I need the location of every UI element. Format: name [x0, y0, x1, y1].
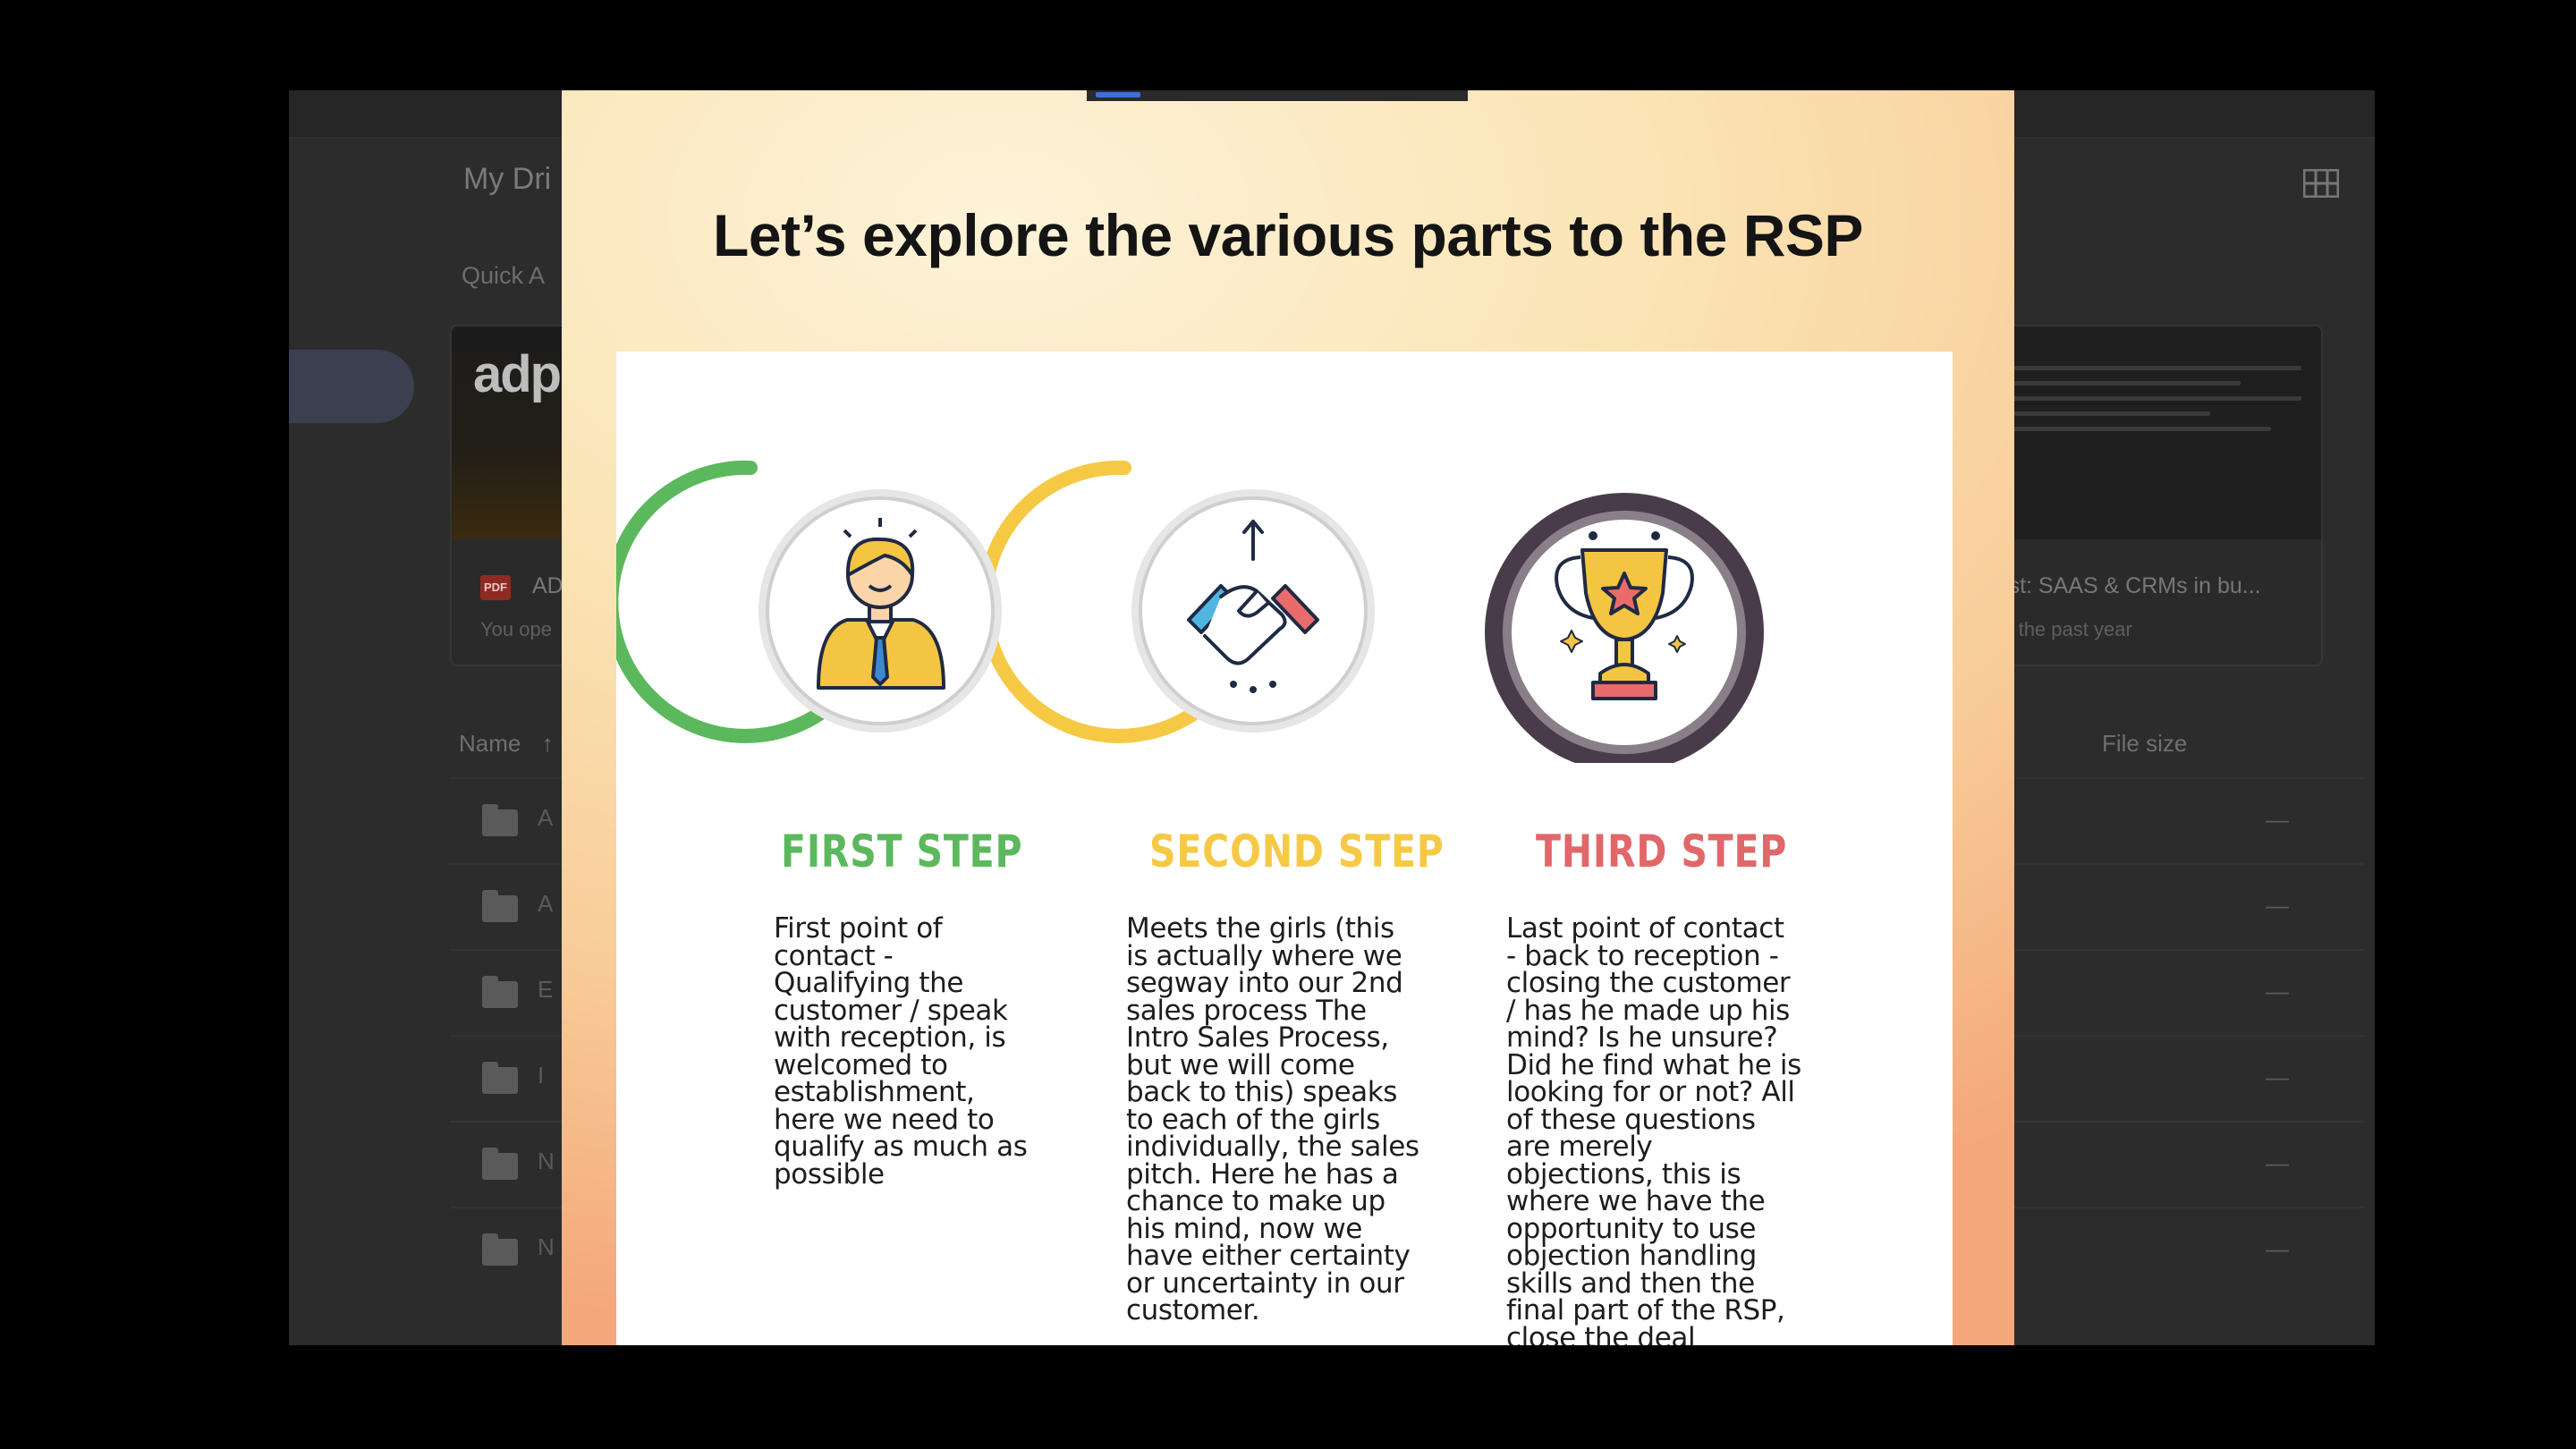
document-preview — [1997, 366, 2301, 473]
file-name: A — [538, 890, 554, 917]
file-name: N — [538, 1233, 555, 1260]
shared-folder-icon — [482, 890, 518, 922]
slide-title: Let’s explore the various parts to the R… — [713, 202, 1863, 268]
slide-tab-indicator — [1087, 90, 1468, 101]
folder-icon — [482, 1062, 518, 1094]
second-step-title: SECOND STEP — [1149, 826, 1445, 877]
receptionist-icon — [817, 518, 945, 690]
quick-access-card[interactable]: Post: SAAS & CRMs in bu... d in the past… — [1979, 325, 2323, 666]
file-name: N — [538, 1148, 555, 1174]
third-step-title: THIRD STEP — [1536, 826, 1788, 877]
file-size: — — [2266, 892, 2289, 919]
column-header-size[interactable]: File size — [2102, 730, 2188, 757]
slide-preview: Let’s explore the various parts to the R… — [562, 90, 2014, 1345]
folder-icon — [482, 976, 518, 1008]
file-name: I — [538, 1062, 545, 1089]
file-size: — — [2266, 1149, 2289, 1176]
handshake-icon — [1187, 520, 1319, 693]
arrow-up-icon[interactable]: ↑ — [541, 730, 554, 757]
folder-icon — [482, 1233, 518, 1266]
breadcrumb[interactable]: My Dri — [463, 162, 552, 196]
third-step-description: Last point of contact- back to reception… — [1506, 912, 1801, 1345]
adp-logo: adp — [473, 345, 562, 403]
first-step-title: FIRST STEP — [781, 826, 1023, 877]
steps-panel: FIRST STEP SECOND STEP THIRD STEP First … — [616, 352, 1953, 1345]
file-size: — — [2266, 1235, 2289, 1262]
file-thumbnail — [1981, 326, 2321, 539]
file-size: — — [2266, 806, 2289, 833]
column-header-name[interactable]: Name ↑ — [459, 730, 554, 758]
folder-icon — [482, 1148, 518, 1180]
card-subtitle: You ope — [480, 618, 552, 640]
file-name: A — [538, 804, 554, 831]
file-size: — — [2266, 1063, 2289, 1090]
quick-access-label: Quick A — [462, 262, 546, 289]
grid-view-icon[interactable] — [2303, 169, 2339, 198]
column-name-label: Name — [459, 730, 521, 757]
card-title: AD — [532, 573, 564, 598]
folder-icon — [482, 804, 518, 836]
steps-diagram — [616, 460, 1764, 763]
trophy-icon — [1555, 531, 1694, 700]
sidebar-selected-item[interactable] — [289, 350, 414, 423]
file-name: E — [538, 976, 554, 1003]
file-size: — — [2266, 978, 2289, 1004]
card-title: Post: SAAS & CRMs in bu... — [1981, 573, 2261, 598]
pdf-icon: PDF — [480, 575, 511, 600]
